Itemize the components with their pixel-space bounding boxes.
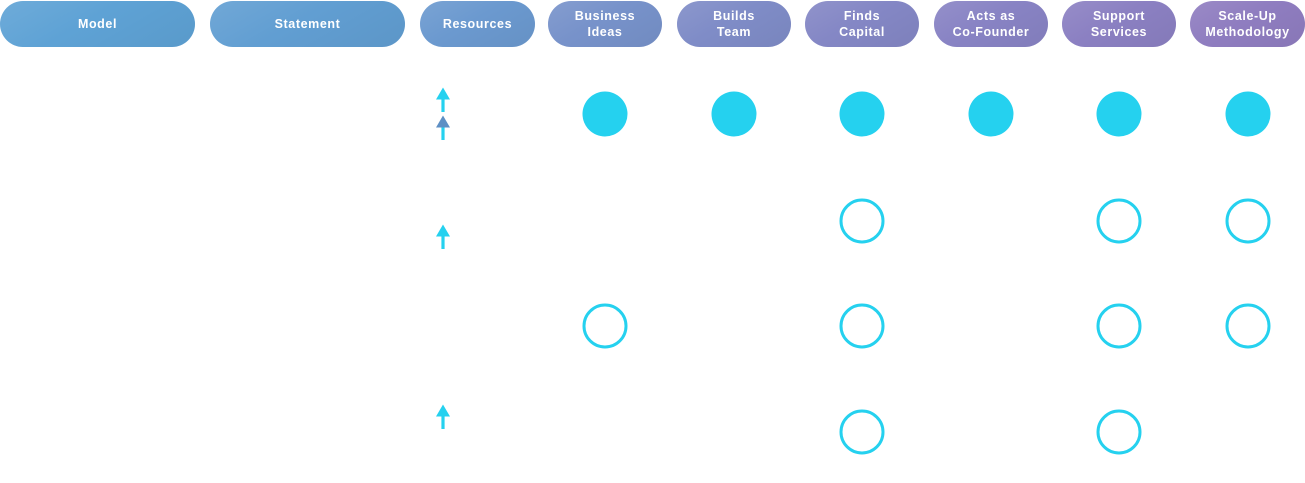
marker-outline-circle bbox=[839, 198, 885, 244]
column-label: Finds Capital bbox=[839, 8, 885, 39]
marker-outline-circle bbox=[1225, 303, 1270, 349]
column-label: Business Ideas bbox=[574, 8, 636, 39]
marker-outline-circle bbox=[582, 303, 628, 349]
marker-filled-circle bbox=[839, 91, 885, 137]
marker-filled-circle bbox=[582, 91, 628, 137]
column-pill-builds-team: Builds Team bbox=[677, 1, 791, 47]
column-label: Support Services bbox=[1090, 8, 1148, 39]
marker-outline-circle bbox=[1096, 303, 1142, 349]
marker-outline-circle bbox=[1096, 198, 1142, 244]
column-pill-statement: Statement bbox=[210, 1, 405, 47]
marker-outline-circle bbox=[1225, 198, 1270, 244]
marker-filled-circle bbox=[1225, 91, 1270, 137]
column-label: Model bbox=[77, 16, 118, 31]
up-arrow-icon bbox=[434, 404, 452, 430]
column-pill-acts-as-co-founder: Acts as Co-Founder bbox=[934, 1, 1048, 47]
marker-filled-circle bbox=[1096, 91, 1142, 137]
marker-filled-circle bbox=[711, 91, 757, 137]
column-label: Builds Team bbox=[713, 8, 755, 39]
marker-outline-circle bbox=[1096, 409, 1142, 455]
column-label: Resources bbox=[442, 16, 513, 31]
up-arrow-icon bbox=[434, 87, 452, 113]
column-pill-support-services: Support Services bbox=[1062, 1, 1176, 47]
column-label: Acts as Co-Founder bbox=[952, 8, 1030, 39]
column-label: Scale-Up Methodology bbox=[1205, 8, 1290, 39]
marker-outline-circle bbox=[839, 303, 885, 349]
column-pill-model: Model bbox=[0, 1, 195, 47]
up-arrow-icon bbox=[434, 224, 452, 250]
column-pill-business-ideas: Business Ideas bbox=[548, 1, 662, 47]
marker-outline-circle bbox=[839, 409, 885, 455]
column-pill-resources: Resources bbox=[420, 1, 535, 47]
column-label: Statement bbox=[274, 16, 341, 31]
up-arrow-icon bbox=[434, 115, 452, 141]
marker-filled-circle bbox=[968, 91, 1014, 137]
column-pill-scale-up-methodology: Scale-Up Methodology bbox=[1190, 1, 1305, 47]
column-pill-finds-capital: Finds Capital bbox=[805, 1, 919, 47]
